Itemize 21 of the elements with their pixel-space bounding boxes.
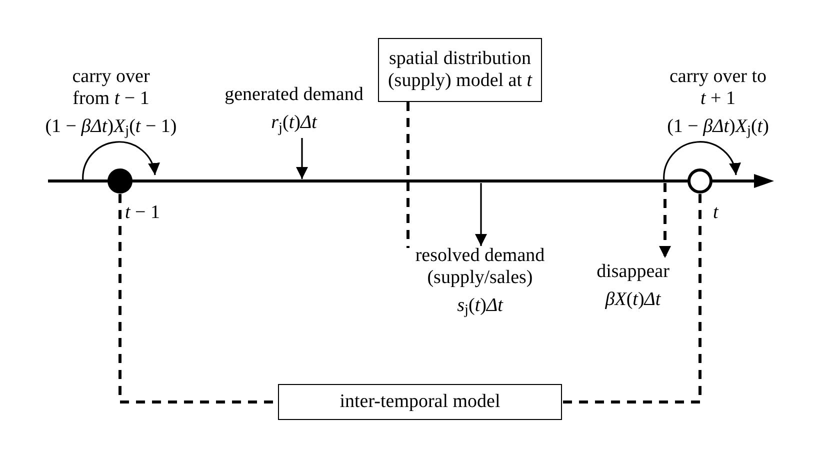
formula-text: βX(t)Δt bbox=[605, 289, 661, 311]
dashed-line bbox=[406, 102, 410, 248]
arrow bbox=[296, 138, 308, 179]
arrow bbox=[475, 183, 487, 246]
annotation-text: resolved demand (supply/sales) bbox=[414, 245, 546, 289]
formula-text: s$_{j}$(t)Δt bbox=[457, 294, 503, 317]
time-label: t − 1 bbox=[125, 202, 160, 224]
time-label: t bbox=[713, 202, 718, 224]
annotation-text: generated demand bbox=[224, 84, 364, 106]
box-label: spatial distribution (supply) model at t bbox=[386, 48, 534, 92]
formula-text: r$_{j}$(t)Δt bbox=[271, 112, 317, 134]
formula-text: (1 − βΔt)X$_{j}$(t − 1) bbox=[45, 116, 177, 138]
box-label: inter-temporal model bbox=[340, 391, 500, 413]
annotation-text: carry over to t + 1 bbox=[668, 66, 768, 110]
dashed-line bbox=[562, 194, 702, 404]
formula-text: (1 − βΔt)X$_{j}$(t) bbox=[667, 116, 769, 138]
model-box bbox=[378, 38, 542, 102]
annotation-text: carry over from t − 1 bbox=[71, 66, 151, 110]
dashed-arrow bbox=[659, 183, 671, 258]
annotation-text: disappear bbox=[596, 261, 670, 283]
model-box bbox=[278, 384, 562, 420]
